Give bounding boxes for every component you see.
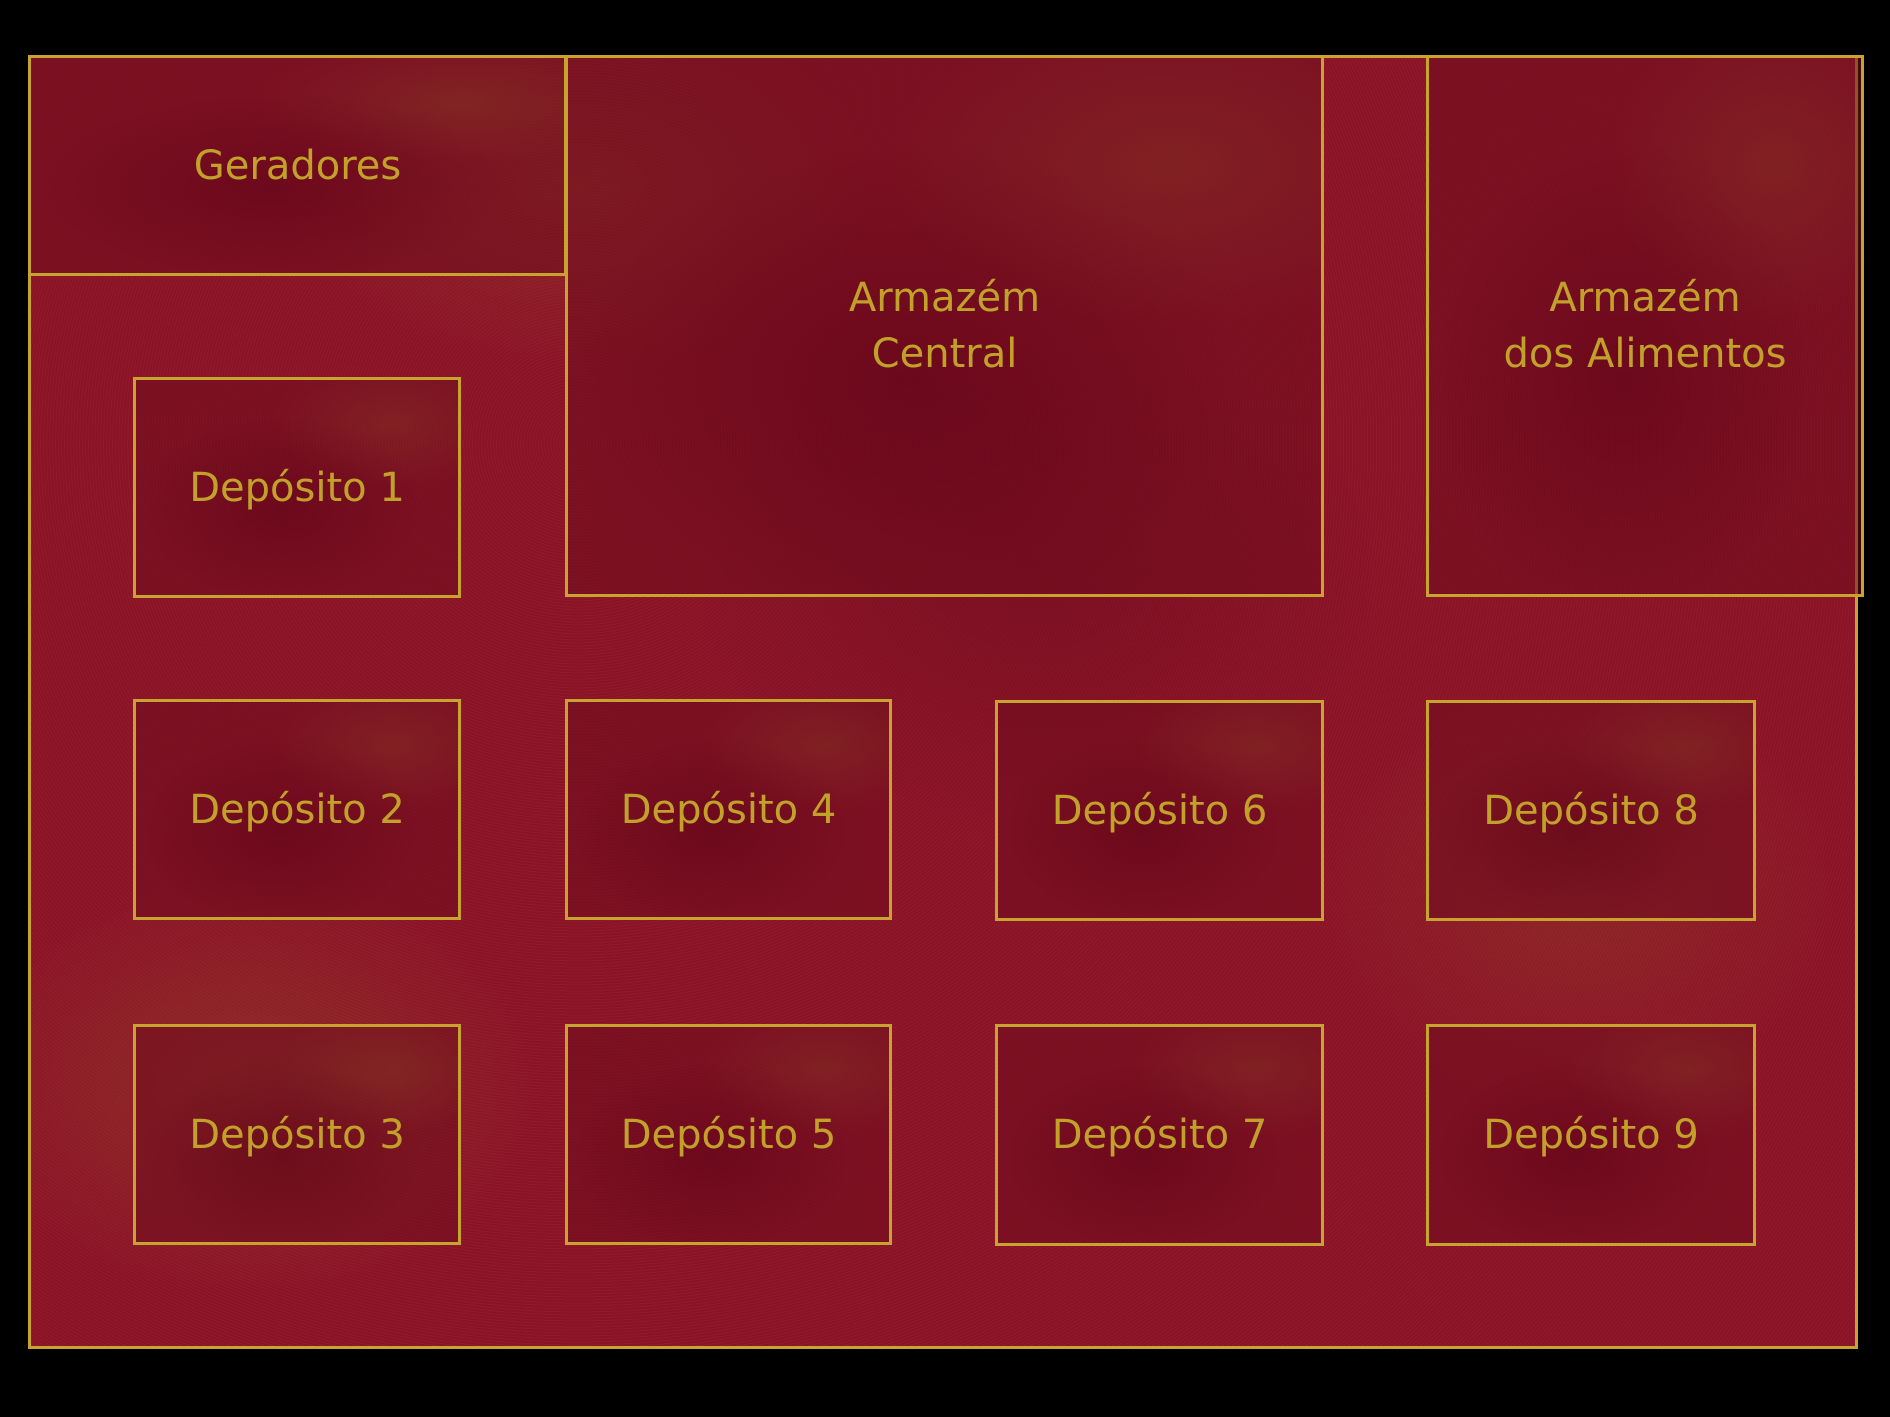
room-label: Geradores — [193, 142, 402, 189]
room-label: Depósito 1 — [189, 464, 405, 511]
room-deposito-8[interactable]: Depósito 8 — [1426, 700, 1756, 921]
room-deposito-2[interactable]: Depósito 2 — [133, 699, 461, 920]
room-label: Depósito 9 — [1483, 1112, 1699, 1158]
room-geradores[interactable]: Geradores — [28, 55, 567, 276]
room-label: Depósito 3 — [189, 1111, 405, 1158]
room-armazem-alimentos[interactable]: Armazém dos Alimentos — [1426, 55, 1864, 597]
room-label: Depósito 2 — [189, 786, 405, 833]
room-deposito-6[interactable]: Depósito 6 — [995, 700, 1324, 921]
room-label: Depósito 8 — [1483, 787, 1699, 834]
room-label: Depósito 4 — [620, 786, 837, 833]
room-label: Depósito 7 — [1051, 1112, 1268, 1158]
room-deposito-3[interactable]: Depósito 3 — [133, 1024, 461, 1245]
room-armazem-central[interactable]: Armazém Central — [565, 55, 1324, 597]
room-deposito-5[interactable]: Depósito 5 — [565, 1024, 892, 1245]
room-label: Armazém Central — [848, 275, 1041, 377]
room-deposito-4[interactable]: Depósito 4 — [565, 699, 892, 920]
room-deposito-7[interactable]: Depósito 7 — [995, 1024, 1324, 1246]
room-label: Depósito 6 — [1051, 787, 1268, 834]
room-label: Armazém dos Alimentos — [1503, 275, 1787, 377]
room-label: Depósito 5 — [620, 1111, 837, 1158]
room-deposito-9[interactable]: Depósito 9 — [1426, 1024, 1756, 1246]
room-deposito-1[interactable]: Depósito 1 — [133, 377, 461, 598]
